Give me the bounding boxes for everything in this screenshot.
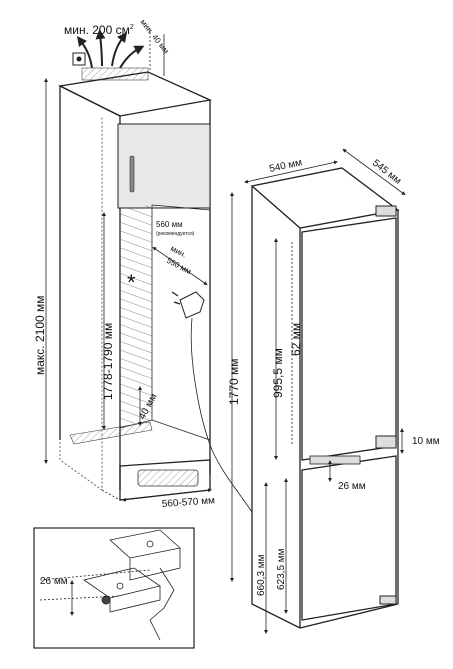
niche-min-depth-label-2: 550 мм xyxy=(165,256,193,276)
bottom-hinge-icon xyxy=(379,595,397,605)
fridge-group xyxy=(230,148,406,634)
upper-door-height-label: 995,5 мм xyxy=(271,348,285,398)
power-cable xyxy=(190,317,253,513)
niche-depth-label: 560 мм xyxy=(156,220,183,229)
hinge-detail-box xyxy=(33,527,195,649)
fridge-height-label: 1770 мм xyxy=(227,358,241,405)
lower-door-height-label-1: 660,3 мм xyxy=(256,554,267,596)
fridge-upper-door xyxy=(301,217,397,461)
niche-height-label: 1778-1790 мм xyxy=(101,323,115,400)
rear-bottom-vent xyxy=(69,421,153,445)
hinge-drop-label: 26 мм xyxy=(338,481,366,492)
warning-asterisk-icon: * xyxy=(127,270,136,295)
middle-slide-icon xyxy=(309,455,361,465)
max-height-label: макс. 2100 мм xyxy=(33,295,47,375)
top-vent-grille xyxy=(81,67,149,81)
vent-arrows-icon xyxy=(77,29,145,69)
middle-hinge-icon xyxy=(375,435,397,449)
screw-icon xyxy=(101,595,111,605)
fridge-width-label: 540 мм xyxy=(268,157,303,175)
top-hinge-icon xyxy=(375,205,397,217)
socket-icon xyxy=(72,52,86,66)
hinge-gap-label: 10 мм xyxy=(412,436,440,447)
niche-width-label: 560-570 мм xyxy=(161,495,215,510)
vent-gap-label: мин. 40 мм xyxy=(138,18,170,56)
niche-depth-note: (рекомендуется) xyxy=(156,231,195,237)
door-handle xyxy=(129,155,135,193)
fridge-depth-label: 545 мм xyxy=(370,158,403,187)
plinth-vent-grille xyxy=(137,469,199,487)
cabinet-group: * xyxy=(44,28,253,513)
detail-offset-label: 26 мм xyxy=(40,576,68,587)
lower-door-height-label-2: 623,5 мм xyxy=(276,548,287,590)
hinge-offset-label: 62 мм xyxy=(289,323,303,356)
power-plug-icon xyxy=(171,291,205,319)
vent-top-label: мин. 200 см2 xyxy=(64,23,134,37)
